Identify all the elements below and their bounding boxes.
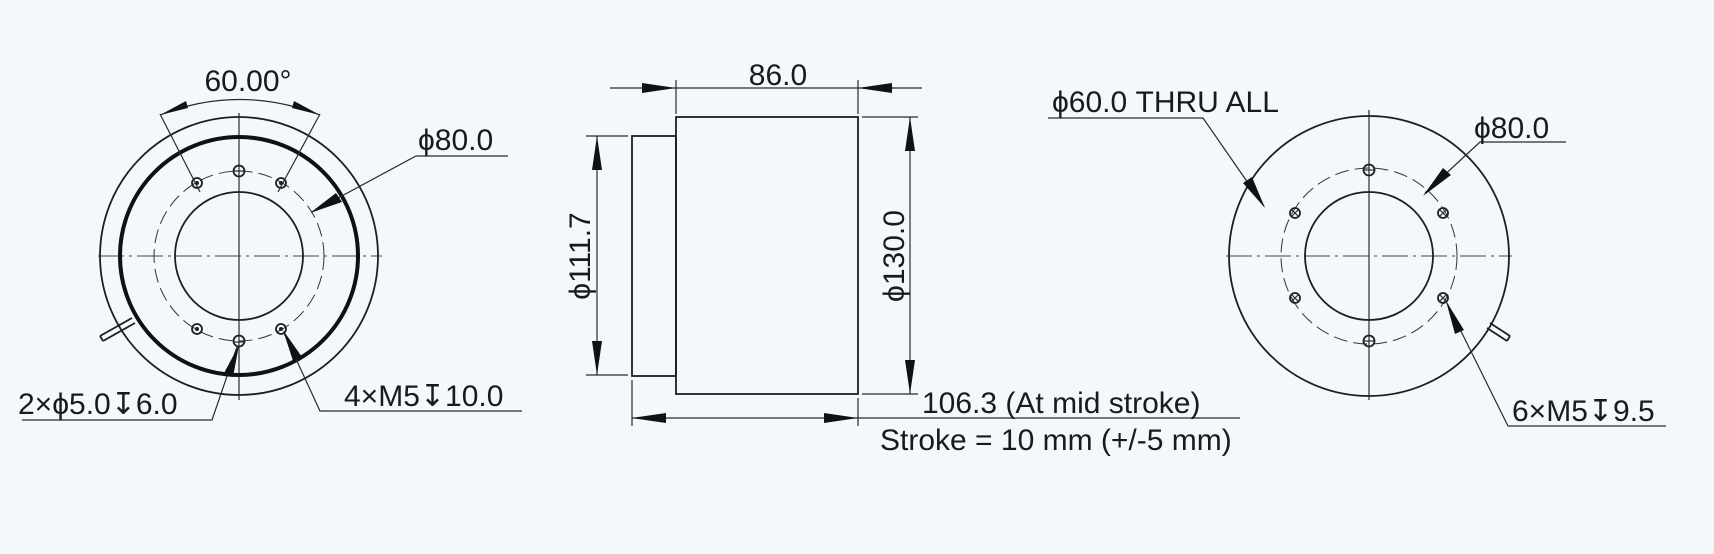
tapped-hole [1437, 207, 1449, 219]
flange-outline [631, 135, 677, 377]
dim-arrow [905, 117, 915, 151]
tapped-hole-label: 6×M5↧9.5 [1512, 395, 1655, 428]
pin-hole-arrow [223, 345, 239, 377]
tapped-hole-arrow [1446, 301, 1464, 334]
pin-hole-top [1362, 163, 1376, 177]
bore-leader [1048, 117, 1265, 207]
pin-hole-top [232, 164, 246, 178]
pin-hole-bottom [232, 334, 246, 348]
tapped-hole [1437, 292, 1449, 304]
stroke-label: Stroke = 10 mm (+/-5 mm) [880, 424, 1232, 457]
bore-circle [174, 191, 304, 321]
bolt-circle-label: ϕ80.0 [418, 124, 493, 157]
dim-arrow [592, 136, 602, 170]
angle-extension-left [159, 113, 201, 193]
tapped-hole [1289, 207, 1301, 219]
overall-length-label: 106.3 (At mid stroke) [922, 387, 1200, 420]
side-view: 86.0 ϕ111.7 ϕ130.0 106.3 (At mid stroke)… [564, 59, 1240, 457]
body-outline [675, 116, 859, 395]
bore-arrow [1243, 177, 1265, 208]
pin-hole-bottom [1362, 334, 1376, 348]
front-view: 60.00° ϕ80.0 2×ϕ5.0↧6.0 4×M5↧10.0 [18, 65, 522, 421]
outer-circle [99, 116, 379, 396]
cable-stub [1486, 322, 1511, 342]
bolt-circle-label: ϕ80.0 [1474, 112, 1549, 145]
tapped-hole [1289, 292, 1301, 304]
bore-circle [1304, 191, 1434, 321]
bore-label: ϕ60.0 THRU ALL [1052, 86, 1279, 119]
dim-arrow [592, 341, 602, 375]
length-label: 86.0 [749, 59, 807, 92]
tapped-hole-label: 4×M5↧10.0 [344, 380, 503, 413]
bolt-circle [153, 170, 325, 342]
dim-arrow [858, 83, 892, 93]
bolt-circle-arrow [1423, 168, 1451, 196]
bolt-circle [1280, 167, 1458, 345]
tapped-hole-arrow [283, 330, 302, 361]
dim-arrow [642, 83, 676, 93]
dim-arrow [632, 413, 666, 423]
rear-view: ϕ60.0 THRU ALL ϕ80.0 6×M5↧9.5 [1048, 86, 1666, 428]
angle-extension-right [277, 113, 321, 193]
bolt-circle-leader [1424, 141, 1566, 194]
body-diameter-label: ϕ130.0 [878, 210, 911, 302]
dim-arrow [905, 360, 915, 394]
angle-arrow-left [160, 101, 188, 115]
bolt-circle-arrow [310, 193, 342, 213]
angle-label: 60.00° [204, 65, 291, 98]
cable-stub [99, 317, 136, 342]
tapped-hole [275, 323, 287, 335]
dim-arrow [824, 413, 858, 423]
bolt-circle-leader [311, 155, 508, 213]
pin-hole-label: 2×ϕ5.0↧6.0 [18, 388, 178, 421]
tapped-hole-leader [1446, 302, 1666, 427]
angle-arrow-right [292, 101, 320, 115]
tapped-hole [191, 323, 203, 335]
flange-diameter-label: ϕ111.7 [564, 212, 597, 299]
outer-circle [1228, 115, 1510, 397]
flange-ring [118, 135, 360, 377]
